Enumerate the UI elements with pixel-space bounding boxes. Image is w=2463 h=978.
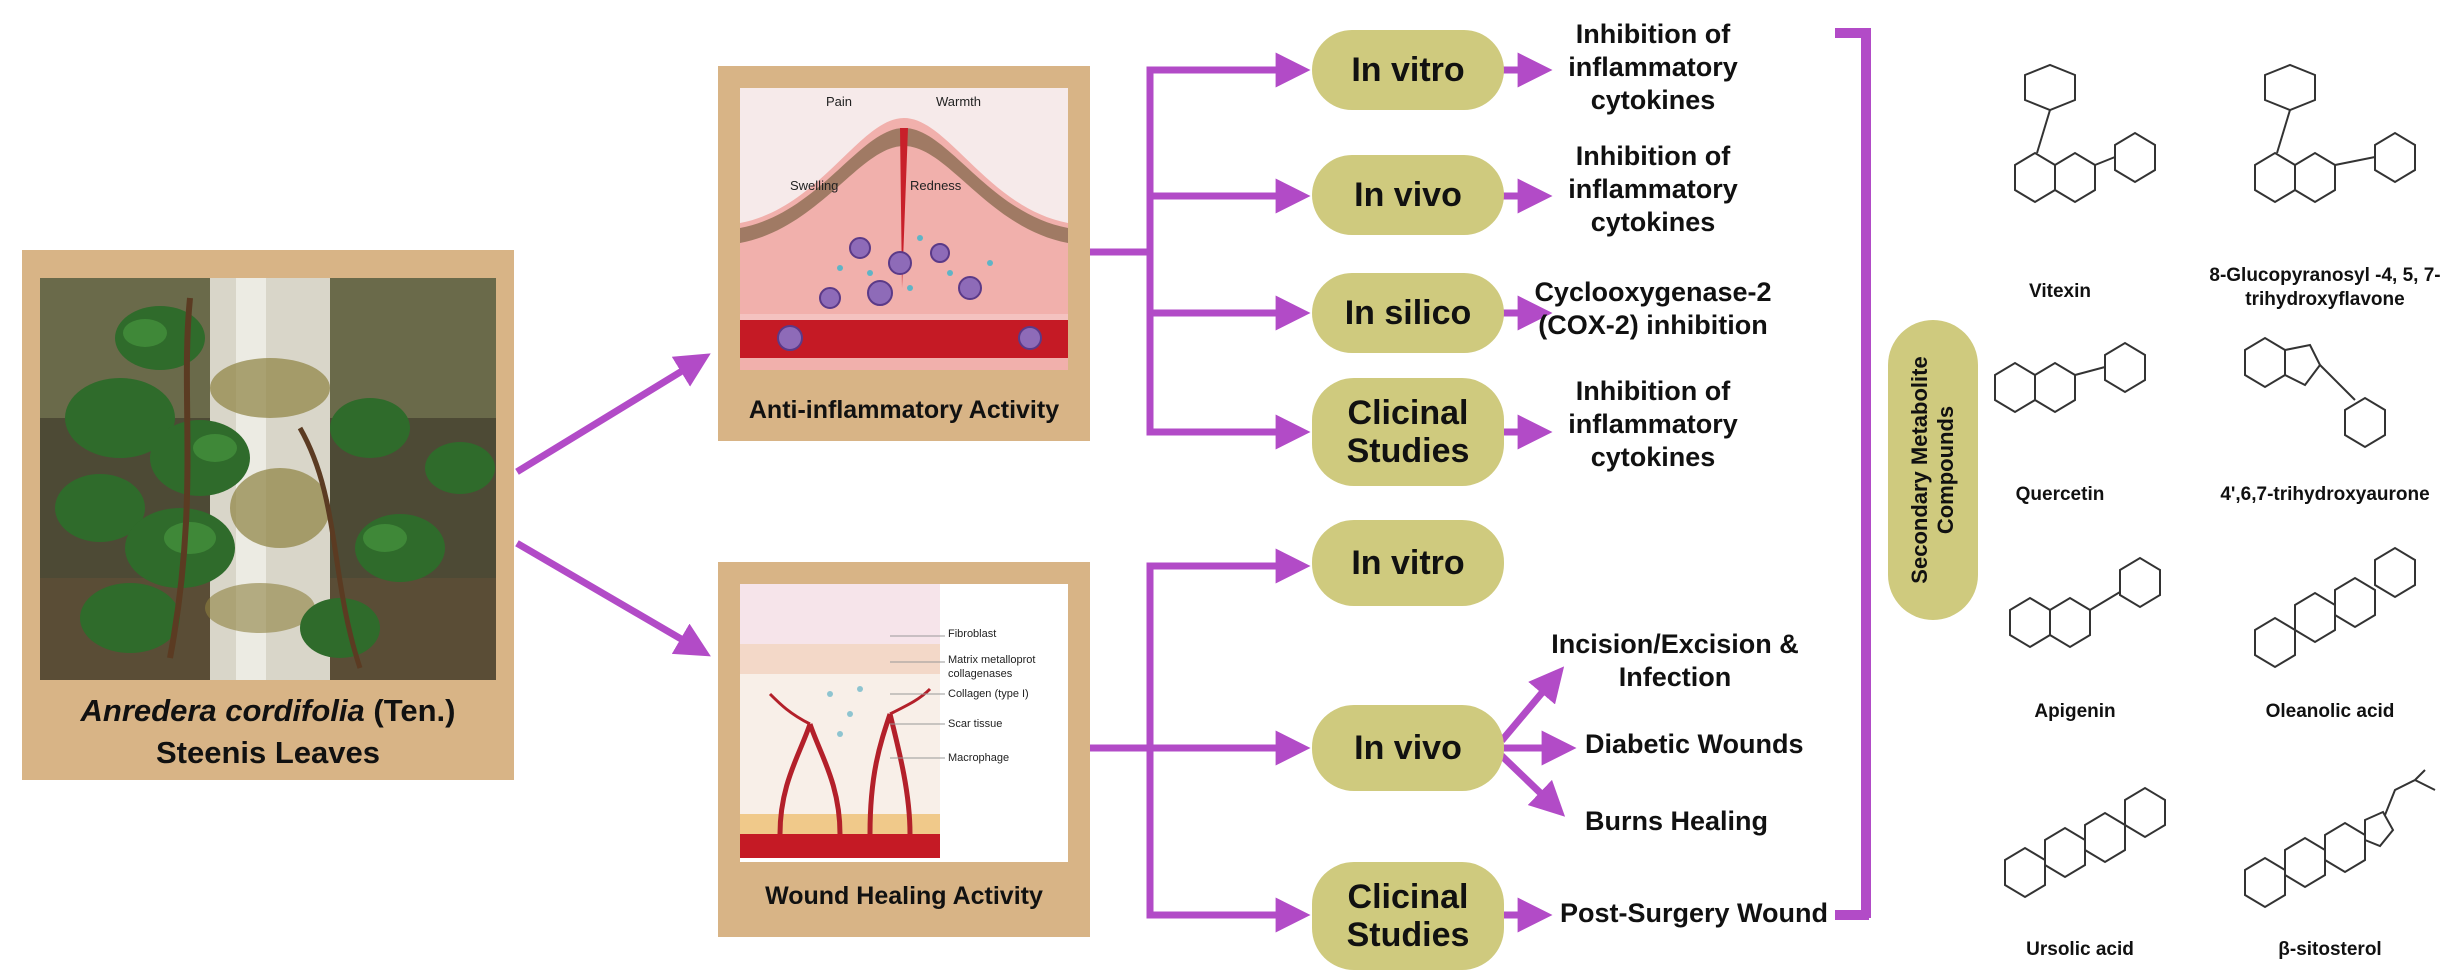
label-swelling: Swelling: [790, 178, 839, 193]
compound-label-quercetin: Quercetin: [2015, 484, 2105, 505]
plant-species: Anredera cordifolia: [80, 693, 365, 728]
label-warmth: Warmth: [936, 94, 982, 109]
outcome-ai-in-vivo: Inhibition of inflammatory cytokines: [1568, 141, 1738, 237]
ursolic-acid-structure: [1985, 760, 2195, 925]
label-mmp: Matrix metalloprot: [948, 654, 1036, 666]
anti-inflammatory-frame: Pain Warmth Swelling Redness Anti-inflam…: [718, 66, 1090, 441]
metabolite-bracket-top: [1835, 28, 1869, 38]
outcome-ai-in-vitro: Inhibition of inflammatory cytokines: [1568, 19, 1738, 115]
outcome-ai-in-silico: Cyclooxygenase-2 (COX-2) inhibition: [1534, 277, 1772, 340]
pill-ai-in-vitro: In vitro: [1312, 30, 1504, 110]
pill-ai-clinical: Clicinal Studies: [1312, 378, 1504, 486]
plant-part: Steenis Leaves: [155, 735, 381, 770]
quercetin-structure: [1975, 315, 2175, 470]
inflammation-illustration: Pain Warmth Swelling Redness: [740, 88, 1068, 370]
compound-label-glucopyranosyl: 8-Glucopyranosyl -4, 5, 7-trihydroxyflav…: [2209, 265, 2441, 310]
label-collagen: Collagen (type I): [948, 688, 1029, 700]
pill-wh-clinical: Clicinal Studies: [1312, 862, 1504, 970]
wound-illustration: Fibroblast Matrix metalloprot collagenas…: [740, 584, 1068, 862]
outcome-wh-post-surgery: Post-Surgery Wound: [1560, 898, 1829, 928]
anti-inflammatory-title: Anti-inflammatory Activity: [748, 396, 1060, 424]
plant-caption: Anredera cordifolia (Ten.) Steenis Leave…: [22, 690, 514, 774]
label-fibroblast: Fibroblast: [948, 628, 997, 640]
outcome-ai-clinical: Inhibition of inflammatory cytokines: [1568, 376, 1738, 472]
vitexin-structure: [1975, 55, 2175, 270]
pill-ai-in-silico: In silico: [1312, 273, 1504, 353]
label-pain: Pain: [826, 94, 853, 109]
label-redness: Redness: [910, 178, 962, 193]
pill-wh-in-vitro: In vitro: [1312, 520, 1504, 606]
compound-label-oleanolic-acid: Oleanolic acid: [2265, 701, 2395, 722]
glucopyranosyl-structure: [2215, 55, 2435, 270]
oleanolic-acid-structure: [2225, 530, 2435, 695]
label-collagenases: collagenases: [948, 668, 1013, 680]
metabolite-bracket-bottom: [1835, 910, 1869, 920]
compound-label-beta-sitosterol: β-sitosterol: [2278, 939, 2382, 960]
outcome-wh-burns: Burns Healing: [1585, 806, 1769, 836]
pill-ai-in-vivo: In vivo: [1312, 155, 1504, 235]
compound-label-aurone: 4',6,7-trihydroxyaurone: [2220, 484, 2430, 505]
metabolite-bracket: [1861, 28, 1871, 918]
arrow-to-anti-inflammatory: [515, 353, 711, 475]
beta-sitosterol-structure: [2225, 760, 2445, 925]
wound-healing-title: Wound Healing Activity: [765, 882, 1043, 910]
outcome-wh-incision: Incision/Excision & Infection: [1551, 629, 1799, 692]
outcome-wh-diabetic: Diabetic Wounds: [1585, 729, 1804, 759]
compound-label-apigenin: Apigenin: [2034, 701, 2116, 722]
label-macrophage: Macrophage: [948, 752, 1010, 764]
arrow-to-wound-healing: [515, 540, 711, 657]
pill-wh-in-vivo: In vivo: [1312, 705, 1504, 791]
compound-label-vitexin: Vitexin: [2029, 281, 2091, 302]
secondary-metabolite-label: Secondary Metabolite Compounds: [1907, 356, 1958, 584]
secondary-metabolite-pill: [1888, 320, 1978, 620]
aurone-structure: [2225, 310, 2425, 485]
wound-healing-frame: Fibroblast Matrix metalloprot collagenas…: [718, 562, 1090, 937]
compound-label-ursolic-acid: Ursolic acid: [2026, 939, 2134, 960]
apigenin-structure: [1990, 540, 2190, 695]
plant-author: (Ten.): [364, 693, 456, 728]
plant-photo: [40, 278, 496, 680]
label-scar-tissue: Scar tissue: [948, 718, 1003, 730]
